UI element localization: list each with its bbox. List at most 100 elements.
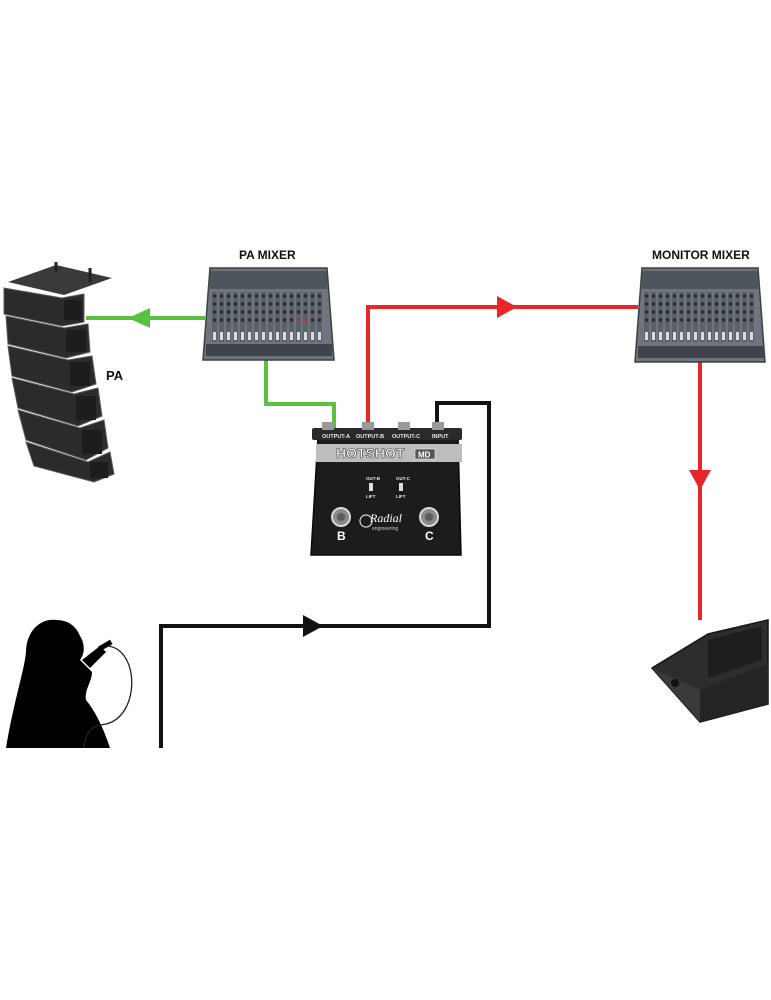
button-c-label: C (425, 529, 434, 543)
channel-strip (672, 292, 677, 342)
channel-knob (282, 310, 287, 314)
channel-knob (289, 302, 294, 306)
channel-knob (233, 294, 238, 298)
channel-fader (269, 332, 272, 340)
channel-knob (721, 294, 726, 298)
channel-knob (714, 318, 719, 322)
input-label: INPUT (432, 434, 449, 440)
output-c-label: OUTPUT-C (392, 434, 420, 440)
channel-knob (728, 294, 733, 298)
channel-knob (268, 310, 273, 314)
channel-knob (219, 310, 224, 314)
channel-strip (254, 292, 259, 342)
channel-fader (715, 332, 718, 340)
pa-mixer-label: PA MIXER (239, 248, 296, 262)
channel-knob (240, 310, 245, 314)
hotshot-md-footswitch: OUTPUT-A OUTPUT-B OUTPUT-C INPUT HOTSHOT… (310, 422, 462, 556)
channel-knob (735, 318, 740, 322)
channel-fader (290, 332, 293, 340)
channel-knob (735, 302, 740, 306)
channel-knob (651, 294, 656, 298)
channel-knob (693, 302, 698, 306)
channel-knob (275, 310, 280, 314)
black-arrow-right-icon (303, 615, 323, 637)
channel-knob (275, 294, 280, 298)
channel-knob (282, 318, 287, 322)
channel-strip (212, 292, 217, 342)
channel-strip (296, 292, 301, 342)
channel-strip (735, 292, 740, 342)
channel-knob (651, 302, 656, 306)
green-cable-mixer-to-hotshot (264, 360, 336, 432)
channel-knob (707, 310, 712, 314)
channel-knob (721, 310, 726, 314)
channel-strip (226, 292, 231, 342)
radial-brand-sub: engineering (372, 526, 398, 532)
channel-knob (693, 294, 698, 298)
channel-fader (283, 332, 286, 340)
channel-knob (303, 302, 308, 306)
channel-knob (742, 318, 747, 322)
channel-knob (686, 310, 691, 314)
channel-knob (240, 318, 245, 322)
channel-strip (658, 292, 663, 342)
channel-fader (708, 332, 711, 340)
microphone-hand (82, 646, 106, 668)
out-b-toggle (369, 483, 373, 491)
channel-strip (240, 292, 245, 342)
channel-knob (247, 294, 252, 298)
button-b-label: B (337, 529, 346, 543)
channel-knob (707, 318, 712, 322)
channel-fader (318, 332, 321, 340)
channel-knob (672, 294, 677, 298)
channel-knob (728, 310, 733, 314)
channel-knob (317, 310, 322, 314)
channel-knob (261, 310, 266, 314)
channel-knob (721, 302, 726, 306)
channel-knob (651, 318, 656, 322)
channel-strip (728, 292, 733, 342)
mic-cable (83, 645, 133, 749)
channel-strip (310, 292, 315, 342)
out-b-switch-label: OUT-B (366, 476, 381, 481)
microphone-icon (97, 639, 113, 652)
channel-knob (254, 310, 259, 314)
out-c-toggle (399, 483, 403, 491)
channel-knob (282, 294, 287, 298)
channel-strip (275, 292, 280, 342)
channel-fader (255, 332, 258, 340)
channel-fader (750, 332, 753, 340)
red-cable-monitor-mixer-to-wedge (689, 362, 711, 620)
output-b-label: OUTPUT-B (356, 434, 384, 440)
channel-knob (303, 310, 308, 314)
channel-fader (736, 332, 739, 340)
monitor-mixer-console (634, 267, 766, 363)
channel-knob (644, 302, 649, 306)
channel-knob (749, 318, 754, 322)
channel-strip (317, 292, 322, 342)
channel-knob (644, 310, 649, 314)
channel-strip (679, 292, 684, 342)
channel-knob (721, 318, 726, 322)
channel-knob (226, 302, 231, 306)
channel-knob (268, 302, 273, 306)
channel-fader (276, 332, 279, 340)
channel-knob (735, 294, 740, 298)
channel-knob (268, 294, 273, 298)
channel-knob (665, 310, 670, 314)
channel-knob (749, 302, 754, 306)
hotshot-title: HOTSHOT (336, 445, 405, 461)
singer-silhouette (6, 619, 113, 748)
channel-knob (212, 310, 217, 314)
channel-strip (289, 292, 294, 342)
channel-knob (247, 302, 252, 306)
channel-knob (665, 318, 670, 322)
channel-fader (262, 332, 265, 340)
channel-fader (701, 332, 704, 340)
channel-knob (254, 318, 259, 322)
channel-knob (665, 302, 670, 306)
channel-fader (234, 332, 237, 340)
channel-fader (227, 332, 230, 340)
out-c-switch-label: OUT-C (396, 476, 411, 481)
channel-fader (687, 332, 690, 340)
